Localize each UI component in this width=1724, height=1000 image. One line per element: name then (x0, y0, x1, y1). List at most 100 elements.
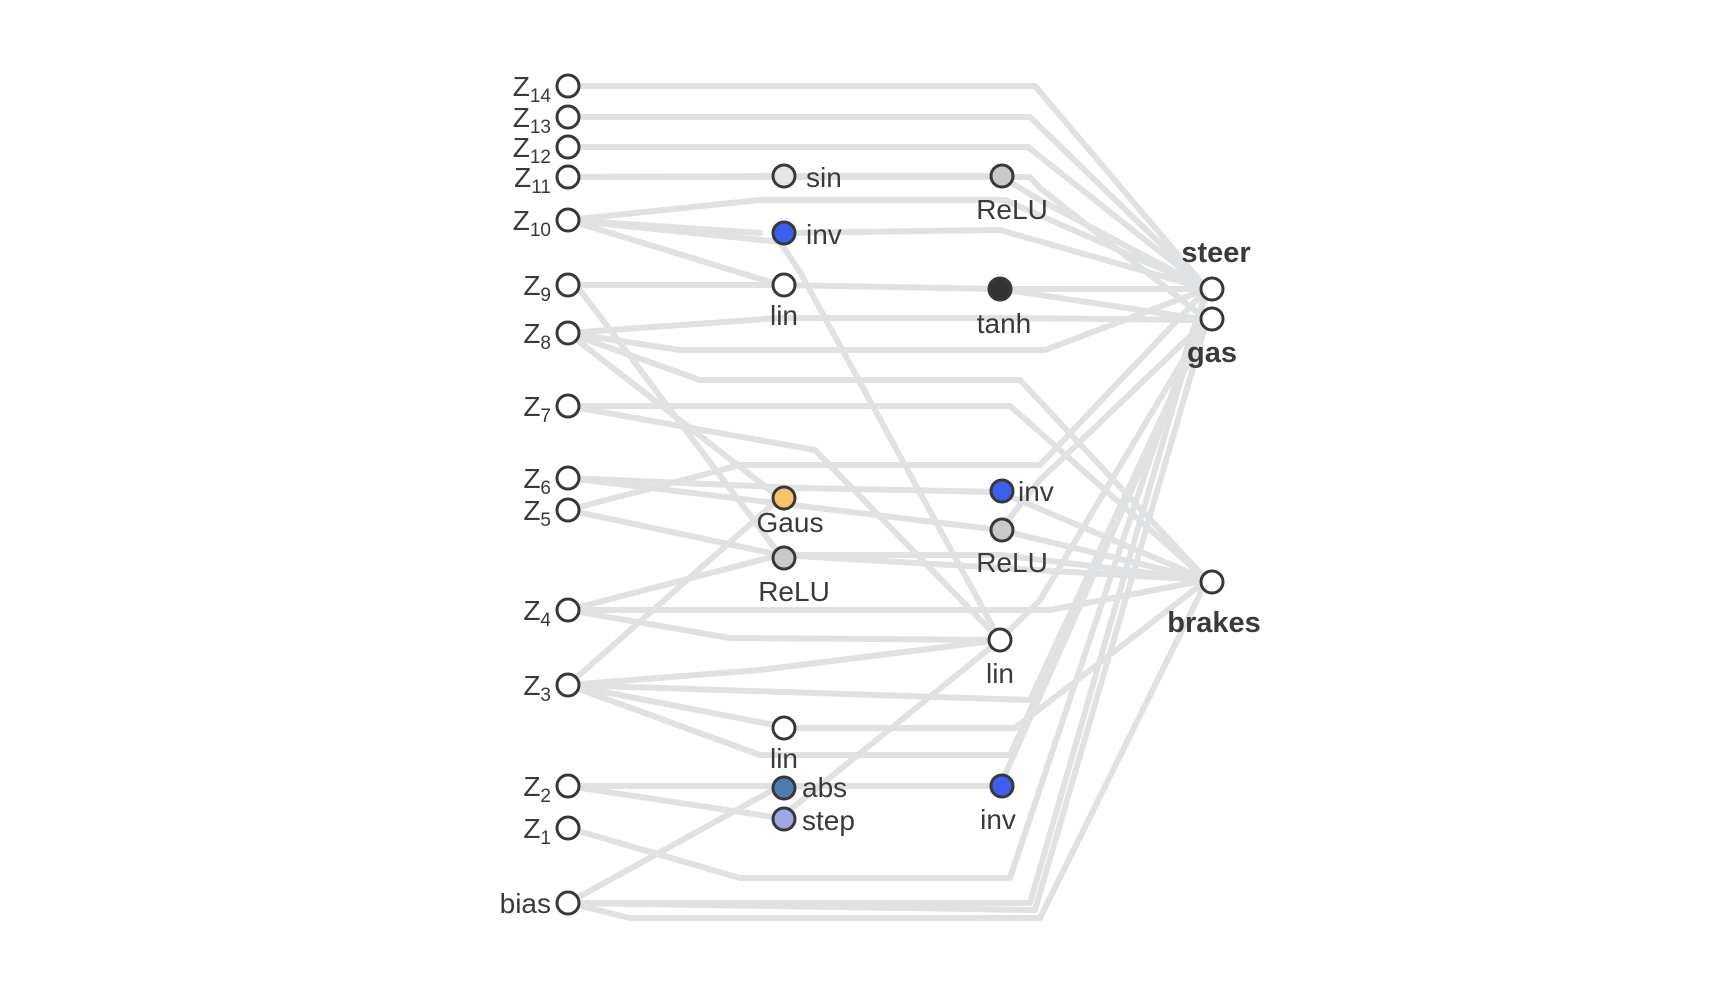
edge (565, 552, 783, 613)
edge (565, 144, 1210, 292)
input-label-base: Z (513, 205, 530, 236)
edge (565, 217, 1003, 643)
node-labels: Z14Z13Z12Z11Z10Z9Z8Z7Z6Z5Z4Z3Z2Z1biassin… (500, 71, 1261, 919)
edge (780, 227, 1210, 292)
hidden-label-h-relu1: ReLU (758, 576, 830, 607)
edge (997, 317, 1210, 533)
hidden-node-h-relu1 (771, 545, 797, 571)
input-label-base: Z (523, 670, 540, 701)
input-label-bias: bias (500, 888, 551, 919)
input-label-base: Z (523, 595, 540, 626)
edge (997, 173, 1210, 292)
edge (565, 607, 1003, 643)
hidden-label-h-lin1: lin (770, 300, 798, 331)
hidden-label-h-sin: sin (806, 162, 842, 193)
input-label-base: Z (513, 102, 530, 133)
edge (565, 217, 783, 288)
input-label-subscript: 8 (540, 333, 551, 354)
edge (565, 282, 1210, 292)
input-label-subscript: 11 (531, 177, 551, 198)
edge (997, 317, 1210, 643)
input-label-subscript: 10 (530, 220, 551, 241)
edge (565, 315, 1210, 336)
edge (565, 197, 1210, 292)
edge (565, 577, 1210, 613)
input-label-base: Z (523, 495, 540, 526)
edge (565, 783, 783, 906)
hidden-node-h-relu2 (989, 163, 1015, 189)
hidden-node-h-relu3 (989, 517, 1015, 543)
input-label-base: Z (523, 813, 540, 844)
input-node-z6 (555, 465, 581, 491)
input-label-subscript: 13 (530, 117, 551, 138)
hidden-label-h-lin3: lin (986, 658, 1014, 689)
input-label-z9: Z9 (523, 270, 551, 306)
output-label-gas: gas (1187, 337, 1237, 369)
input-label-z7: Z7 (523, 391, 551, 427)
hidden-node-h-tanh (987, 276, 1013, 302)
input-node-z11 (555, 164, 581, 190)
output-node-brakes (1199, 569, 1225, 595)
input-label-z8: Z8 (523, 318, 551, 354)
edge (565, 783, 783, 821)
input-node-bias (555, 890, 581, 916)
output-node-gas (1199, 306, 1225, 332)
input-node-z3 (555, 672, 581, 698)
hidden-label-h-lin2: lin (770, 743, 798, 774)
input-label-z14: Z14 (513, 71, 552, 107)
output-node-steer (1199, 276, 1225, 302)
input-label-z6: Z6 (523, 463, 551, 499)
hidden-node-h-inv3 (989, 773, 1015, 799)
input-label-base: Z (523, 270, 540, 301)
input-node-z9 (555, 272, 581, 298)
edge (565, 403, 1003, 643)
edge (777, 552, 1210, 583)
input-label-z5: Z5 (523, 495, 551, 531)
input-node-z7 (555, 393, 581, 419)
input-node-z14 (555, 73, 581, 99)
hidden-node-h-lin3 (987, 627, 1013, 653)
output-label-brakes: brakes (1167, 607, 1261, 639)
edge (565, 475, 1003, 495)
input-label-base: Z (513, 132, 530, 163)
input-label-z1: Z1 (523, 813, 551, 849)
input-node-z1 (555, 815, 581, 841)
edge (565, 637, 1003, 688)
hidden-label-h-inv2: inv (1018, 476, 1054, 507)
hidden-label-h-abs: abs (802, 772, 847, 803)
input-label-subscript: 3 (540, 685, 551, 706)
hidden-node-h-sin (771, 163, 797, 189)
input-label-subscript: 9 (540, 285, 551, 306)
input-label-subscript: 7 (540, 406, 551, 427)
edge (997, 317, 1210, 789)
hidden-node-h-gaus (771, 485, 797, 511)
edge (565, 317, 1210, 913)
edge (565, 286, 1210, 353)
edge (997, 286, 1210, 323)
input-label-base: Z (523, 391, 540, 422)
input-label-base: Z (523, 318, 540, 349)
input-label-base: Z (523, 463, 540, 494)
edge (565, 495, 783, 688)
input-node-z13 (555, 104, 581, 130)
edge (565, 114, 1210, 292)
edge (565, 83, 1210, 292)
output-label-steer: steer (1181, 237, 1250, 269)
input-label-base: Z (514, 162, 531, 193)
input-label-subscript: 4 (540, 610, 551, 631)
input-label-z4: Z4 (523, 595, 551, 631)
input-label-subscript: 2 (540, 786, 551, 807)
hidden-node-h-inv2 (989, 478, 1015, 504)
input-label-subscript: 14 (530, 86, 552, 107)
input-node-z2 (555, 773, 581, 799)
input-label-z2: Z2 (523, 771, 551, 807)
connection-edges (565, 83, 1210, 921)
hidden-label-h-step: step (802, 805, 855, 836)
input-label-z11: Z11 (514, 162, 551, 198)
input-label-subscript: 1 (540, 828, 551, 849)
input-node-z8 (555, 320, 581, 346)
hidden-label-h-gaus: Gaus (757, 507, 824, 538)
hidden-label-h-inv3: inv (980, 804, 1016, 835)
input-label-base: Z (513, 71, 530, 102)
